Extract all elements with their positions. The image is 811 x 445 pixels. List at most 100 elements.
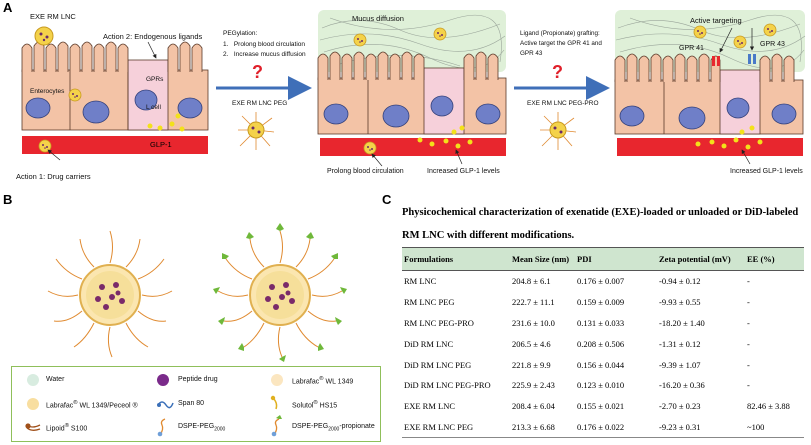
cell-zeta: -0.94 ± 0.12 (659, 276, 701, 287)
cell-formulation: EXE RM LNC PEG (402, 416, 510, 439)
water-icon (27, 374, 39, 386)
cell-ee: 82.46 ± 3.88 (747, 401, 790, 412)
cell-mean-size: 225.9 ± 2.43 (512, 380, 555, 391)
cell-ee: - (747, 380, 750, 391)
cell-pdi: 0.176 ± 0.022 (575, 416, 657, 439)
label-increased-glp1: Increased GLP-1 levels (427, 168, 500, 175)
cell-ee: - (747, 297, 750, 308)
schematic-panel-a (21, 10, 806, 167)
legend-lipoid: Lipoid® S100 (46, 423, 88, 433)
table-row: RM LNC PEG-PRO 231.6 ± 10.0 0.131 ± 0.03… (402, 313, 804, 334)
cell-formulation: DiD RM LNC PEG-PRO (404, 380, 491, 391)
cell-formulation: DiD RM LNC PEG (404, 359, 472, 370)
cell-formulation: EXE RM LNC (404, 401, 455, 412)
table-row: DiD RM LNC 206.5 ± 4.6 0.208 ± 0.506 -1.… (402, 333, 804, 354)
question-mark-2: ? (552, 62, 563, 82)
cell-pdi: 0.156 ± 0.044 (577, 359, 625, 370)
cell-ee: - (747, 359, 750, 370)
header-pdi: PDI (575, 247, 657, 271)
cell-formulation: RM LNC PEG-PRO (404, 317, 474, 328)
cell-formulation: RM LNC PEG (404, 297, 455, 308)
cell-pdi: 0.123 ± 0.010 (577, 380, 625, 391)
cell-mean-size: 206.5 ± 4.6 (512, 338, 551, 349)
table-header-row: Formulations Mean Size (nm) PDI Zeta pot… (402, 247, 804, 271)
header-zeta: Zeta potential (mV) (657, 247, 745, 271)
table-row: DiD RM LNC PEG-PRO 225.9 ± 2.43 0.123 ± … (402, 375, 804, 396)
rm-lnc-peg-particle (47, 230, 173, 358)
cell-ee: ~100 (745, 416, 804, 439)
header-ee: EE (%) (745, 247, 804, 271)
question-mark-1: ? (252, 62, 263, 82)
label-ligand-1: Ligand (Propionate) grafting: (520, 30, 600, 37)
cell-mean-size: 231.6 ± 10.0 (512, 317, 555, 328)
table-row: DiD RM LNC PEG 221.8 ± 9.9 0.156 ± 0.044… (402, 354, 804, 375)
cell-mean-size: 213.3 ± 6.68 (510, 416, 575, 439)
label-active-targeting: Active targeting (690, 16, 742, 25)
nanoparticle-structures (47, 223, 347, 362)
cell-zeta: -9.39 ± 1.07 (659, 359, 701, 370)
label-pegylation-2: 2. Increase mucus diffusion (223, 51, 306, 58)
label-gprs: GPRs (146, 76, 164, 83)
cell-mean-size: 222.7 ± 11.1 (512, 297, 555, 308)
cell-ee: - (747, 317, 750, 328)
nanoparticle-exe-rm-lnc-peg-pro (540, 112, 577, 150)
panel-label-a: A (3, 0, 13, 15)
cell-ee: - (747, 338, 750, 349)
label-ligand-2: Active target the GPR 41 and (520, 40, 602, 47)
cell-zeta: -2.70 ± 0.23 (659, 401, 701, 412)
cell-pdi: 0.159 ± 0.009 (577, 297, 625, 308)
legend-dspe-peg-propionate: DSPE-PEG2000-propionate (292, 423, 375, 433)
table-row: RM LNC 204.8 ± 6.1 0.176 ± 0.007 -0.94 ±… (402, 271, 804, 292)
label-prolong-blood: Prolong blood circulation (327, 168, 404, 175)
cell-formulation: RM LNC (404, 276, 437, 287)
nanoparticle-exe-rm-lnc (34, 26, 54, 46)
panel-label-c: C (382, 192, 392, 207)
legend-labrafac: Labrafac® WL 1349 (292, 376, 354, 386)
header-formulations: Formulations (402, 247, 510, 271)
cell-zeta: -16.20 ± 0.36 (659, 380, 705, 391)
characterization-table: Formulations Mean Size (nm) PDI Zeta pot… (402, 247, 804, 439)
span80-icon (157, 401, 174, 409)
nanoparticle-exe-rm-lnc-peg (238, 112, 275, 150)
label-mucus-diffusion: Mucus diffusion (352, 14, 404, 23)
table-title: Physicochemical characterization of exen… (402, 207, 799, 241)
cell-group-1 (21, 41, 209, 154)
label-exe-rm-lnc-peg: EXE RM LNC PEG (232, 100, 288, 107)
rm-lnc-peg-pro-particle (213, 223, 347, 362)
lipoid-icon (25, 423, 41, 431)
labrafac-icon (271, 374, 283, 386)
cell-mean-size: 204.8 ± 6.1 (512, 276, 551, 287)
legend-peptide: Peptide drug (178, 376, 218, 383)
cell-ee: - (747, 276, 750, 287)
label-action-1: Action 1: Drug carriers (16, 172, 91, 181)
label-pegylation: PEGylation: (223, 30, 258, 37)
label-gpr41: GPR 41 (679, 45, 704, 52)
table-row: EXE RM LNC PEG 213.3 ± 6.68 0.176 ± 0.02… (402, 416, 804, 439)
labrafac-peceol-icon (27, 398, 39, 410)
cell-formulation: DiD RM LNC (404, 338, 454, 349)
solutol-icon (270, 395, 278, 410)
cell-mean-size: 221.8 ± 9.9 (512, 359, 551, 370)
cell-pdi: 0.155 ± 0.021 (577, 401, 625, 412)
label-enterocytes: Enterocytes (30, 88, 65, 95)
label-ligand-3: GPR 43 (520, 50, 543, 57)
cell-zeta: -1.31 ± 0.12 (659, 338, 701, 349)
label-exe-rm-lnc: EXE RM LNC (30, 12, 76, 21)
legend-span80: Span 80 (178, 400, 205, 407)
label-pegylation-1: 1. Prolong blood circulation (223, 41, 306, 48)
label-l-cell: L cell (146, 104, 161, 111)
cell-group-2 (317, 10, 507, 156)
cell-zeta: -9.93 ± 0.55 (659, 297, 701, 308)
label-action-2: Action 2: Endogenous ligands (103, 32, 203, 41)
cell-group-3 (614, 10, 806, 156)
label-gpr43: GPR 43 (760, 41, 785, 48)
cell-zeta: -18.20 ± 1.40 (659, 317, 705, 328)
cell-mean-size: 208.4 ± 6.04 (512, 401, 555, 412)
legend-box: Water Peptide drug Labrafac® WL 1349 Lab… (11, 366, 381, 442)
dspe-peg-icon (157, 418, 166, 437)
legend-solutol: Solutol® HS15 (292, 400, 338, 410)
header-mean-size: Mean Size (nm) (510, 247, 575, 271)
table-row: RM LNC PEG 222.7 ± 11.1 0.159 ± 0.009 -9… (402, 292, 804, 313)
legend-labrafac-peceol: Labrafac® WL 1349/Peceol ® (46, 400, 138, 410)
cell-zeta: -9.23 ± 0.31 (657, 416, 745, 439)
